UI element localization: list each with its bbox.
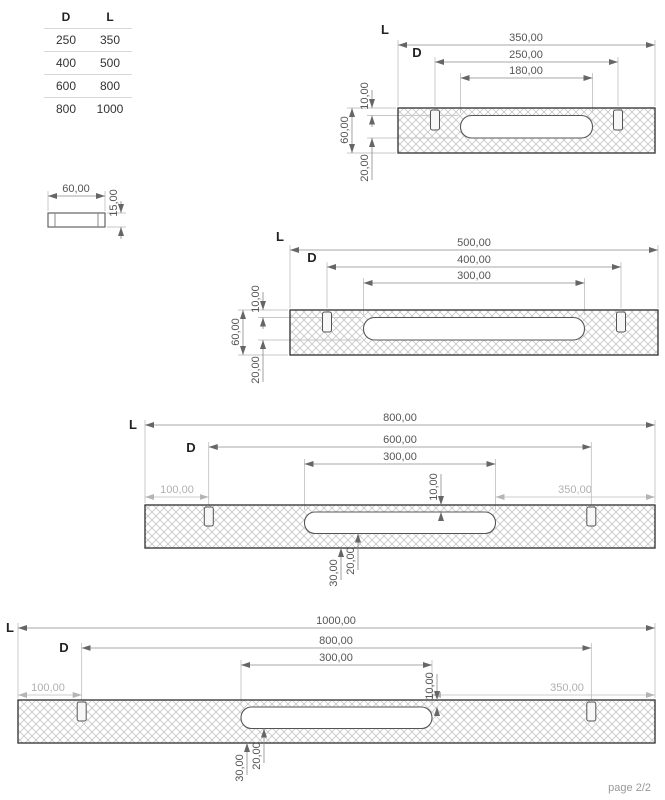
dim-bottom-label: 20,00 [359, 154, 371, 182]
dim-left-margin-label: 100,00 [31, 682, 65, 694]
dim-top-label: 10,00 [424, 672, 436, 700]
drawing-3: L D 800,00 600,00 300,00 100,00 350,00 1… [129, 412, 656, 587]
table-header-row: D L [44, 6, 132, 29]
slot [459, 114, 594, 139]
dim-pins-label: 800,00 [319, 635, 353, 647]
pin-hole-left [430, 109, 440, 131]
side-view: 60,00 15,00 [47, 183, 126, 239]
dl-table: D L 250 350 400 500 600 800 800 1000 [44, 6, 132, 120]
pin-hole-left [322, 311, 332, 333]
dim-pins-label: 250,00 [509, 49, 543, 61]
dim-total-label: 500,00 [457, 237, 491, 249]
label-l: L [381, 22, 389, 37]
dim-b2-label: 20,00 [251, 742, 263, 770]
table-cell-l: 350 [99, 33, 121, 47]
dim-slot-label: 300,00 [319, 652, 353, 664]
dim-right-margin-label: 350,00 [558, 484, 592, 496]
dim-b1-label: 30,00 [328, 559, 340, 587]
dim-total-label: 350,00 [509, 32, 543, 44]
table-cell-d: 600 [55, 79, 77, 93]
label-d: D [186, 440, 195, 455]
pin-hole-left [76, 701, 87, 722]
label-l: L [276, 229, 284, 244]
table-row: 400 500 [44, 52, 132, 75]
pin-hole-right [586, 506, 597, 527]
table-cell-l: 500 [99, 56, 121, 70]
dim-b2-label: 20,00 [345, 547, 357, 575]
table-row: 800 1000 [44, 98, 132, 120]
side-view-end-lines [54, 213, 99, 227]
dim-length-label: 60,00 [62, 183, 90, 195]
dim-slot-label: 180,00 [509, 65, 543, 77]
drawing-1: L D 350,00 250,00 180,00 10,00 60,00 20,… [339, 22, 656, 182]
dim-left-margin-label: 100,00 [160, 484, 194, 496]
dim-total-label: 800,00 [383, 412, 417, 424]
dim-bottom-label: 20,00 [250, 356, 262, 384]
drawing-4: L D 1000,00 800,00 300,00 100,00 350,00 … [6, 615, 656, 782]
dim-slot-label: 300,00 [383, 451, 417, 463]
extension-lines [17, 623, 656, 705]
dim-top-label: 10,00 [428, 473, 440, 501]
table-cell-d: 800 [55, 102, 77, 116]
label-l: L [6, 620, 14, 635]
table-cell-d: 400 [55, 56, 77, 70]
dim-top-label: 10,00 [359, 82, 371, 110]
label-d: D [412, 45, 421, 60]
table-cell-l: 1000 [96, 102, 124, 116]
table-header-d: D [61, 10, 71, 24]
slot [240, 706, 433, 730]
drawing-2: L D 500,00 400,00 300,00 10,00 60,00 20,… [230, 229, 659, 384]
table-row: 600 800 [44, 75, 132, 98]
label-d: D [59, 640, 68, 655]
extension-lines [47, 191, 126, 228]
table-header-l: L [106, 10, 114, 24]
dim-right-margin-label: 350,00 [550, 682, 584, 694]
pin-hole-right [586, 701, 597, 722]
table-row: 250 350 [44, 29, 132, 52]
pin-hole-left [203, 506, 214, 527]
extension-lines [144, 420, 656, 510]
slot [362, 316, 586, 341]
dim-thickness-label: 15,00 [108, 189, 120, 217]
dim-b1-label: 30,00 [234, 754, 246, 782]
dim-pins-label: 400,00 [457, 254, 491, 266]
pin-hole-right [616, 311, 626, 333]
slot [303, 511, 497, 535]
label-d: D [307, 250, 316, 265]
pin-hole-right [613, 109, 623, 131]
dim-top-label: 10,00 [250, 285, 262, 313]
side-view-body [47, 212, 106, 228]
dim-height-label: 60,00 [339, 116, 351, 144]
page-number: page 2/2 [608, 782, 651, 794]
label-l: L [129, 417, 137, 432]
table-cell-l: 800 [99, 79, 121, 93]
dim-height-label: 60,00 [230, 318, 242, 346]
dim-slot-label: 300,00 [457, 270, 491, 282]
dim-total-label: 1000,00 [316, 615, 356, 627]
dim-pins-label: 600,00 [383, 434, 417, 446]
table-cell-d: 250 [55, 33, 77, 47]
